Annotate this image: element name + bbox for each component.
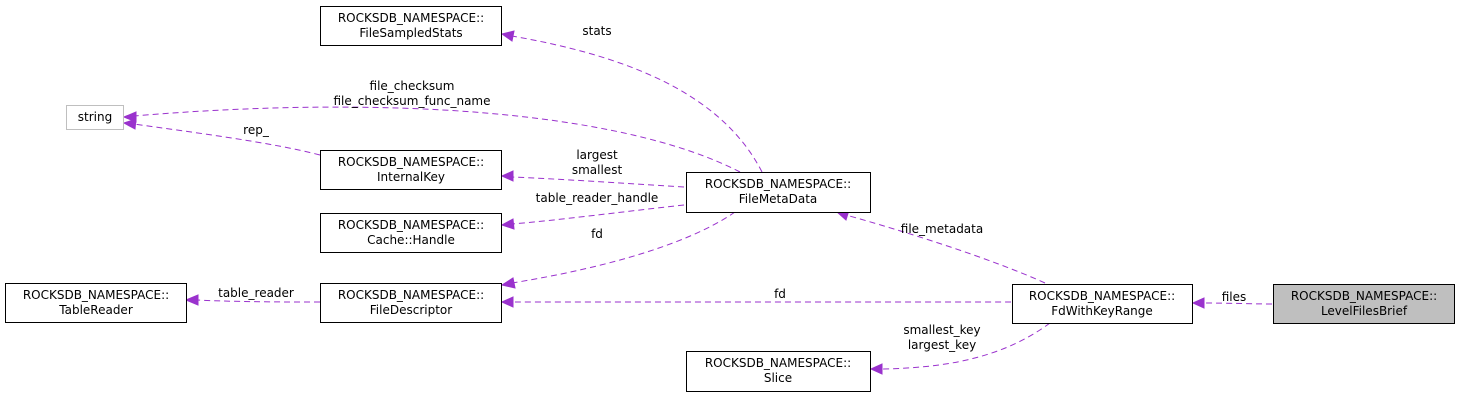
edge-table-reader: table_reader bbox=[184, 286, 321, 306]
node-internal-key-name: InternalKey bbox=[377, 170, 445, 184]
edge-label-smallest-key: smallest_key bbox=[903, 323, 980, 337]
node-cache-handle[interactable]: ROCKSDB_NAMESPACE:: Cache::Handle bbox=[320, 213, 502, 253]
edge-smallest-largest-key: smallest_key largest_key bbox=[869, 322, 1051, 375]
node-fd-with-key-range-namespace: ROCKSDB_NAMESPACE:: bbox=[1029, 289, 1175, 303]
edge-label-table-reader-handle: table_reader_handle bbox=[536, 191, 659, 205]
node-file-descriptor-namespace: ROCKSDB_NAMESPACE:: bbox=[338, 288, 484, 302]
edge-label-file-checksum: file_checksum bbox=[370, 79, 455, 93]
node-internal-key[interactable]: ROCKSDB_NAMESPACE:: InternalKey bbox=[320, 150, 502, 190]
edge-label-rep: rep_ bbox=[243, 123, 270, 137]
node-slice-namespace: ROCKSDB_NAMESPACE:: bbox=[705, 356, 851, 370]
edge-label-files: files bbox=[1222, 290, 1247, 304]
node-file-sampled-stats[interactable]: ROCKSDB_NAMESPACE:: FileSampledStats bbox=[320, 6, 502, 46]
node-cache-handle-namespace: ROCKSDB_NAMESPACE:: bbox=[338, 218, 484, 232]
node-table-reader-name: TableReader bbox=[58, 303, 133, 317]
edge-files: files bbox=[1191, 290, 1273, 309]
edge-fd-range: fd bbox=[500, 287, 1011, 308]
edge-label-table-reader: table_reader bbox=[218, 286, 294, 300]
node-level-files-brief-namespace: ROCKSDB_NAMESPACE:: bbox=[1291, 289, 1437, 303]
node-fd-with-key-range-name: FdWithKeyRange bbox=[1051, 304, 1153, 318]
edge-label-largest-key: largest_key bbox=[908, 338, 976, 352]
node-file-sampled-stats-name: FileSampledStats bbox=[359, 26, 462, 40]
edge-label-stats: stats bbox=[582, 24, 611, 38]
edge-table-reader-handle: table_reader_handle bbox=[500, 191, 685, 230]
node-slice[interactable]: ROCKSDB_NAMESPACE:: Slice bbox=[686, 351, 871, 392]
node-cache-handle-name: Cache::Handle bbox=[367, 233, 455, 247]
node-slice-name: Slice bbox=[764, 371, 792, 385]
edge-label-file-checksum-func-name: file_checksum_func_name bbox=[333, 94, 490, 108]
node-file-meta-data[interactable]: ROCKSDB_NAMESPACE:: FileMetaData bbox=[686, 172, 871, 213]
edge-rep: rep_ bbox=[122, 118, 321, 156]
edge-label-smallest: smallest bbox=[572, 163, 623, 177]
node-file-sampled-stats-namespace: ROCKSDB_NAMESPACE:: bbox=[338, 11, 484, 25]
node-string-name: string bbox=[78, 110, 112, 124]
node-file-meta-data-name: FileMetaData bbox=[739, 192, 818, 206]
node-internal-key-namespace: ROCKSDB_NAMESPACE:: bbox=[338, 155, 484, 169]
edge-file-checksum: file_checksum file_checksum_func_name bbox=[122, 79, 741, 173]
node-file-meta-data-namespace: ROCKSDB_NAMESPACE:: bbox=[705, 177, 851, 191]
edge-fd-meta: fd bbox=[500, 211, 736, 289]
node-fd-with-key-range[interactable]: ROCKSDB_NAMESPACE:: FdWithKeyRange bbox=[1012, 284, 1193, 324]
node-string[interactable]: string bbox=[66, 105, 124, 130]
edge-largest-smallest: largest smallest bbox=[500, 148, 685, 188]
node-table-reader-namespace: ROCKSDB_NAMESPACE:: bbox=[23, 288, 169, 302]
edge-label-file-metadata: file_metadata bbox=[901, 222, 983, 236]
edge-label-fd-meta: fd bbox=[591, 227, 603, 241]
edge-file-metadata: file_metadata bbox=[835, 209, 1046, 284]
node-file-descriptor-name: FileDescriptor bbox=[370, 303, 452, 317]
edge-stats: stats bbox=[500, 24, 763, 173]
node-table-reader[interactable]: ROCKSDB_NAMESPACE:: TableReader bbox=[5, 283, 187, 323]
node-file-descriptor[interactable]: ROCKSDB_NAMESPACE:: FileDescriptor bbox=[320, 283, 502, 323]
edge-label-largest: largest bbox=[576, 148, 618, 162]
edge-label-fd-range: fd bbox=[774, 287, 786, 301]
node-level-files-brief[interactable]: ROCKSDB_NAMESPACE:: LevelFilesBrief bbox=[1273, 284, 1455, 324]
node-level-files-brief-name: LevelFilesBrief bbox=[1321, 304, 1408, 318]
